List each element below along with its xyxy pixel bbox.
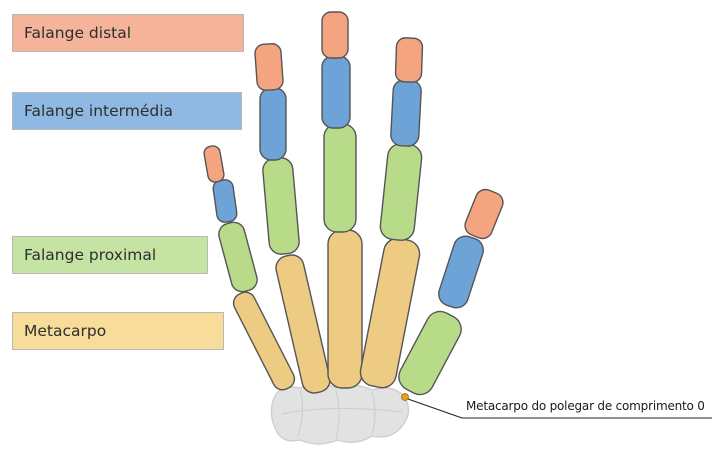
middle-metacarpal-bone <box>328 230 362 388</box>
thumb-metacarpal-marker <box>402 394 409 401</box>
middle-distal-phalanx-bone <box>322 12 348 58</box>
ring-distal-phalanx-bone <box>254 43 283 91</box>
middle-finger <box>322 12 362 388</box>
carpal-bones <box>271 384 408 444</box>
index-finger <box>358 38 423 390</box>
little-proximal-phalanx-bone <box>216 220 259 294</box>
annotation-leader-line <box>408 399 462 418</box>
middle-proximal-phalanx-bone <box>324 124 356 232</box>
ring-intermediate-phalanx-bone <box>260 88 286 160</box>
index-distal-phalanx-bone <box>395 38 423 83</box>
little-distal-phalanx-bone <box>203 145 225 183</box>
index-intermediate-phalanx-bone <box>390 79 421 146</box>
ring-proximal-phalanx-bone <box>262 157 300 255</box>
little-intermediate-phalanx-bone <box>212 179 238 223</box>
carpal-bones-shape <box>271 384 408 444</box>
thumb-distal-phalanx-bone <box>462 187 506 242</box>
middle-intermediate-phalanx-bone <box>322 56 350 128</box>
thumb-intermediate-phalanx-bone <box>436 233 487 311</box>
index-proximal-phalanx-bone <box>379 142 423 241</box>
thumb-metacarpal-annotation: Metacarpo do polegar de comprimento 0 <box>466 399 705 413</box>
